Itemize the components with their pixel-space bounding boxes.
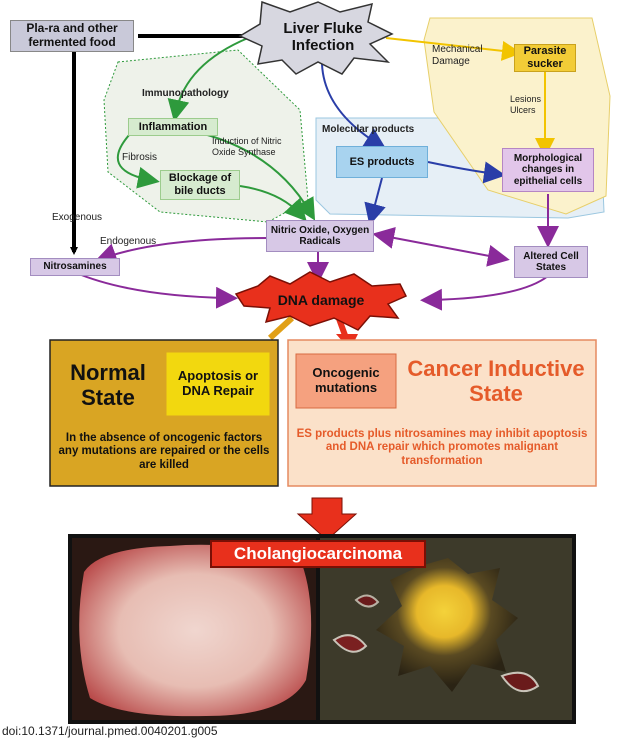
arrow-fluke-es (321, 63, 387, 150)
oncogenic-box (295, 353, 397, 409)
arrow-no-altered (372, 227, 510, 267)
es-products-node: ES products (336, 146, 428, 178)
liver-fluke-node: Liver Fluke Infection (270, 18, 376, 56)
inflammation-node: Inflammation (128, 118, 218, 136)
arrow-fluke-inflammation (167, 37, 249, 122)
dna-damage-label: DNA damage (277, 291, 365, 308)
dna-damage-node: DNA damage (262, 288, 380, 312)
arrow-nitrosamines-dna (73, 271, 238, 309)
altered-cell-node: Altered Cell States (514, 246, 588, 278)
inflammation-label: Inflammation (138, 120, 208, 133)
cancer-state-text: ES products plus nitrosamines may inhibi… (296, 428, 588, 467)
arrow-dna-normal (267, 315, 295, 341)
photo-right-tumor (376, 558, 518, 692)
arrow-altered-dna (420, 275, 549, 311)
arrow-no-nitrosamines (94, 237, 269, 265)
liver-fluke-label: Liver Fluke Infection (283, 19, 363, 54)
photo-left-tissue (79, 544, 312, 717)
label-exogenous: Exogenous (52, 212, 103, 223)
liver-fluke-burst (238, 0, 394, 75)
plara-node: Pla-ra and other fermented food (10, 20, 134, 52)
es-products-label: ES products (349, 155, 415, 168)
cholangiocarcinoma-label: Cholangiocarcinoma (210, 540, 426, 568)
photo-right-duct2 (500, 671, 540, 693)
parasite-sucker-label: Parasite sucker (523, 45, 567, 70)
doi-text: doi:10.1371/journal.pmed.0040201.g005 (2, 724, 218, 738)
label-immunopathology: Immunopathology (142, 88, 229, 99)
label-fibrosis: Fibrosis (122, 152, 158, 163)
normal-state-title: Normal State (70, 359, 146, 410)
label-mechanical-damage: Mechanical Damage (432, 44, 483, 67)
morphological-label: Morphological changes in epithelial cell… (513, 152, 583, 187)
dna-damage-burst (234, 271, 408, 331)
arrow-blockage-no (239, 185, 307, 222)
morphological-node: Morphological changes in epithelial cell… (502, 148, 594, 192)
arrow-inflammation-blockage (116, 133, 160, 189)
apoptosis-label: Apoptosis or DNA Repair (177, 368, 259, 398)
nitrosamines-node: Nitrosamines (30, 258, 120, 276)
arrow-es-no (364, 177, 386, 226)
label-induction: Induction of Nitric Oxide Synthase (212, 136, 282, 157)
photo-right-duct3 (354, 594, 380, 608)
parasite-sucker-node: Parasite sucker (514, 44, 576, 72)
altered-cell-label: Altered Cell States (523, 250, 579, 274)
blockage-label: Blockage of bile ducts (168, 172, 232, 197)
arrow-fluke-sucker (385, 37, 522, 61)
nitrosamines-label: Nitrosamines (43, 261, 107, 273)
label-endogenous: Endogenous (100, 236, 157, 247)
arrow-cancer-outcome (296, 497, 358, 541)
photo-right-duct1 (332, 634, 368, 653)
nitric-oxide-label: Nitric Oxide, Oxygen Radicals (270, 224, 370, 248)
normal-state-text: In the absence of oncogenic factors any … (58, 432, 270, 471)
cancer-state-title: Cancer Inductive State (407, 355, 585, 406)
label-lesions-ulcers: Lesions Ulcers (510, 94, 542, 115)
nitric-oxide-node: Nitric Oxide, Oxygen Radicals (266, 220, 374, 252)
arrow-es-morph (427, 161, 506, 184)
label-molecular-products: Molecular products (322, 124, 415, 135)
plara-label: Pla-ra and other fermented food (26, 21, 118, 49)
blockage-node: Blockage of bile ducts (160, 170, 240, 200)
oncogenic-label: Oncogenic mutations (312, 365, 380, 395)
apoptosis-box (165, 351, 271, 417)
